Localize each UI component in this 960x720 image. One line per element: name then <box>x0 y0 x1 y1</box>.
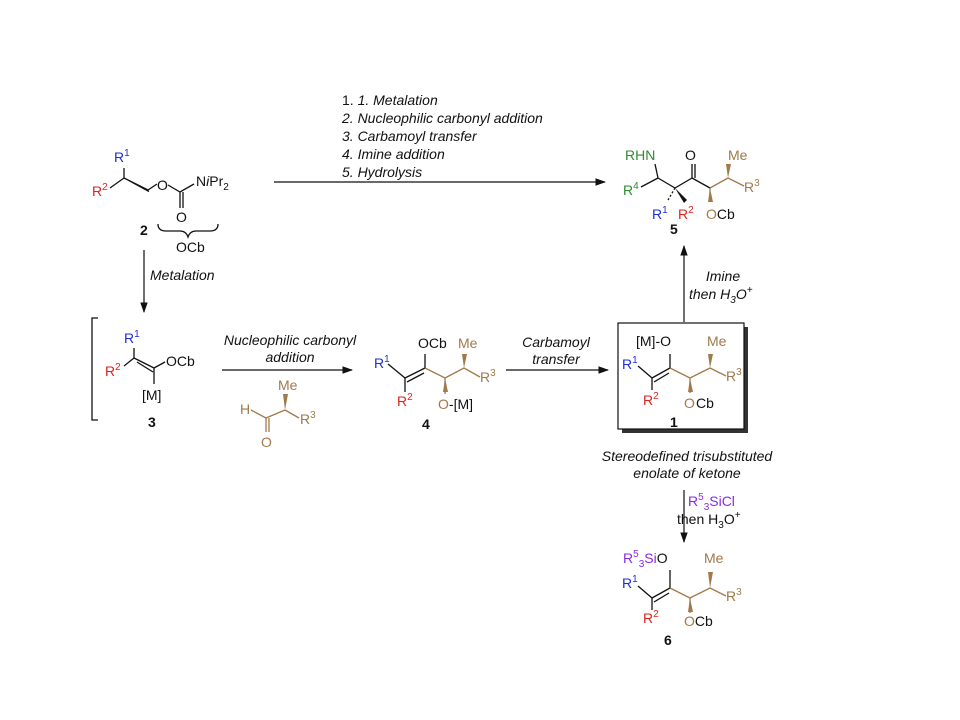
r2-label: R2 <box>92 182 108 199</box>
enol-bonds <box>637 570 671 610</box>
left-bracket <box>91 317 98 421</box>
ester-oxygen: O <box>157 177 168 193</box>
silyl-reagent: R53SiCl <box>688 492 735 513</box>
r2-label: R2 <box>397 392 413 409</box>
imine-label-2: then H3O+ <box>689 285 753 306</box>
ocb-label: OCb <box>684 613 713 629</box>
ocb-label: OCb <box>166 353 195 369</box>
backbone-bonds <box>640 163 711 189</box>
r1-label: R1 <box>652 205 668 222</box>
hashed-r1 <box>667 187 676 201</box>
vinyl-bonds <box>387 354 426 392</box>
step-3: 3. Carbamoyl transfer <box>342 128 478 144</box>
wedge-r2 <box>675 188 687 203</box>
wedge-o <box>443 378 448 392</box>
h-label: H <box>240 401 250 417</box>
wedge <box>283 394 288 410</box>
step-2: 2. Nucleophilic carbonyl addition <box>341 110 543 126</box>
r3-label: R3 <box>726 587 742 604</box>
step-5: 5. Hydrolysis <box>342 164 422 180</box>
chain-bonds <box>709 177 745 202</box>
direct-steps: 1. 1. Metalation 2. Nucleophilic carbony… <box>341 92 543 180</box>
step-4: 4. Imine addition <box>342 146 445 162</box>
compound-1: [M]-O Me R1 R2 R3 O Cb 1 <box>617 322 748 433</box>
cb-label: Cb <box>696 395 714 411</box>
ocb-label: OCb <box>706 206 735 222</box>
compound-2-number: 2 <box>140 222 148 238</box>
r3-label: R3 <box>300 410 316 427</box>
metalation-label: Metalation <box>150 267 215 283</box>
mo-label: [M]-O <box>636 333 671 349</box>
compound-3-number: 3 <box>148 414 156 430</box>
wedge-me <box>708 572 713 588</box>
silyl-ether-label: R53SiO <box>623 549 668 570</box>
r2-label: R2 <box>105 362 121 379</box>
aldehyde-oxygen: O <box>261 434 272 450</box>
me-label: Me <box>728 147 748 163</box>
compound-1-number: 1 <box>670 414 678 430</box>
nuc-label-1: Nucleophilic carbonyl <box>224 332 357 348</box>
compound-2: R1 R2 O O NiPr2 2 OCb <box>92 148 229 255</box>
r1-label: R1 <box>374 354 390 371</box>
r1-label: R1 <box>622 574 638 591</box>
vinyl-bonds <box>109 168 158 193</box>
enolate-bonds <box>123 348 166 384</box>
ocb-brace <box>157 223 219 240</box>
wedge-me <box>708 354 713 368</box>
om-label: O-[M] <box>438 396 473 412</box>
ketone-oxygen: O <box>685 147 696 163</box>
ocb-label: OCb <box>418 335 447 351</box>
imine-label-1: Imine <box>706 268 740 284</box>
r1-label: R1 <box>622 355 638 372</box>
compound-6-number: 6 <box>664 632 672 648</box>
ocb-brace-label: OCb <box>176 239 205 255</box>
nipr2-label: NiPr2 <box>196 173 229 193</box>
box <box>617 322 745 430</box>
r3-label: R3 <box>726 367 742 384</box>
caption-line-2: enolate of ketone <box>633 465 741 481</box>
carb-label-2: transfer <box>532 351 581 367</box>
rhn-label: RHN <box>625 147 655 163</box>
compound-5-number: 5 <box>670 221 678 237</box>
me-label: Me <box>278 377 298 393</box>
carbonyl-oxygen: O <box>176 209 187 225</box>
wedge-me <box>726 164 731 178</box>
carbamate-bonds <box>167 183 195 208</box>
step-1: 1. 1. Metalation <box>342 92 438 108</box>
r3-label: R3 <box>480 368 496 385</box>
r2-label: R2 <box>678 205 694 222</box>
me-label: Me <box>707 333 727 349</box>
metal-label: [M] <box>142 387 161 403</box>
r1-label: R1 <box>114 148 130 165</box>
wedge-o <box>688 378 693 392</box>
wedge-o <box>708 188 713 202</box>
wedge-me <box>462 354 467 368</box>
r2-label: R2 <box>643 391 659 408</box>
compound-4-number: 4 <box>422 416 430 432</box>
r1-label: R1 <box>124 329 140 346</box>
carb-label-1: Carbamoyl <box>522 334 591 350</box>
me-label: Me <box>704 550 724 566</box>
silyl-then: then H3O+ <box>677 510 741 531</box>
aldehyde-reagent: Me H R3 O <box>240 377 316 450</box>
ocb-label: O <box>684 395 695 411</box>
me-label: Me <box>458 335 478 351</box>
compound-6: R53SiO Me R1 R2 R3 OCb 6 <box>622 549 742 648</box>
r4-label: R4 <box>623 181 639 198</box>
chain-bonds <box>424 367 481 394</box>
compound-5: RHN O Me R4 R3 R1 R2 OCb 5 <box>623 147 760 237</box>
compound-4: OCb Me R1 R2 R3 O-[M] 4 <box>374 335 496 432</box>
compound-3: R1 R2 OCb [M] 3 <box>91 317 195 430</box>
wedge-o <box>688 598 693 612</box>
aldehyde-bonds <box>250 409 300 432</box>
r2-label: R2 <box>643 609 659 626</box>
enolate-bonds <box>637 354 671 390</box>
chain-bonds <box>669 587 727 613</box>
caption-line-1: Stereodefined trisubstituted <box>602 448 774 464</box>
nuc-label-2: addition <box>265 349 314 365</box>
r3-label: R3 <box>744 178 760 195</box>
